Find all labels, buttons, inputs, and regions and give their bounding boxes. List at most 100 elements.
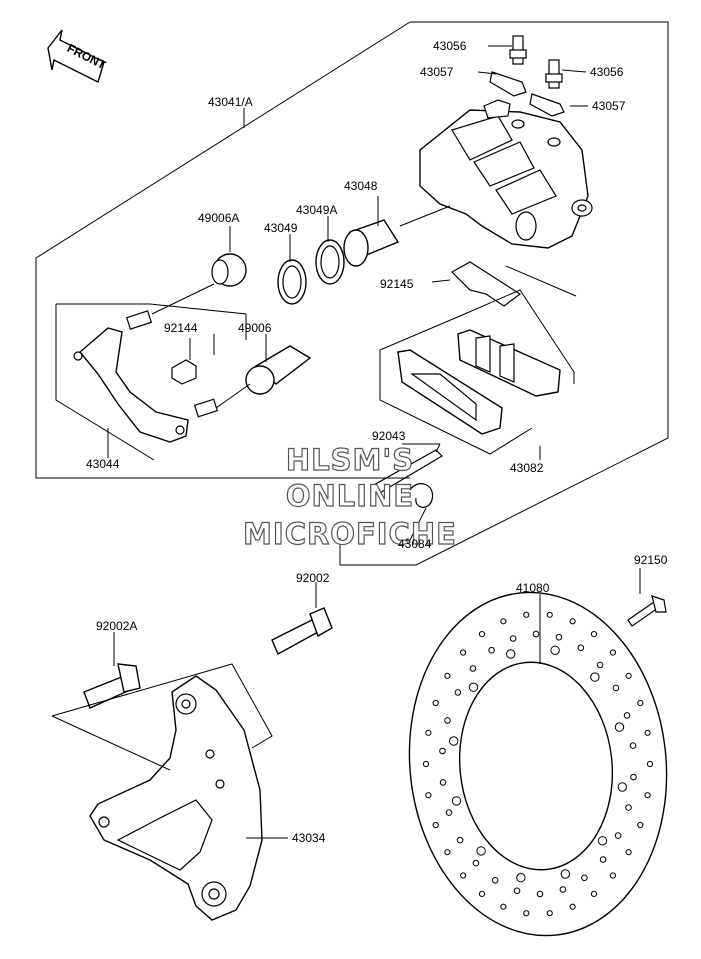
pad-pin-clip — [409, 483, 434, 508]
part-label-92150: 92150 — [634, 553, 668, 567]
bleeder-valve-a — [509, 35, 527, 65]
disc-hole — [609, 649, 617, 656]
disc-hole — [637, 821, 644, 829]
disc-hole — [460, 872, 467, 879]
disc-hole — [523, 611, 530, 618]
disc-hole — [646, 760, 654, 768]
part-label-92145: 92145 — [380, 277, 414, 291]
part-label-49006a: 49006A — [198, 211, 239, 225]
disc-hole — [451, 796, 462, 806]
disc-hole — [468, 682, 479, 692]
part-labels: 43056 43057 43056 43057 43041/A 43048 49… — [86, 39, 668, 845]
brake-pad-outer — [397, 349, 503, 435]
disc-hole — [488, 646, 495, 654]
disc-hole — [614, 722, 625, 732]
part-label-43056-right: 43056 — [590, 65, 624, 79]
disc-hole — [472, 859, 480, 867]
disc-hole — [629, 742, 637, 749]
piston — [343, 219, 400, 267]
part-label-43049a: 43049A — [296, 203, 337, 217]
part-label-92002: 92002 — [296, 571, 330, 585]
part-label-49006: 49006 — [238, 321, 272, 335]
disc-hole — [550, 645, 560, 655]
disc-hole — [449, 736, 459, 746]
disc-hole — [432, 821, 439, 829]
part-label-41080: 41080 — [516, 581, 550, 595]
disc-hole — [546, 611, 553, 618]
disc-hole — [581, 874, 588, 882]
disc-hole — [560, 869, 570, 879]
disc-hole — [590, 631, 598, 638]
disc-hole — [460, 649, 467, 656]
pad-clip — [171, 359, 197, 385]
disc-hole — [612, 684, 620, 692]
disc-hole — [625, 672, 632, 679]
part-label-43049: 43049 — [264, 221, 298, 235]
disc-hole — [623, 712, 631, 719]
disc-hole — [454, 689, 462, 696]
disc-hole — [599, 856, 607, 863]
disc-hole — [614, 832, 622, 839]
leader-lines — [36, 45, 588, 541]
brake-pad-inner — [457, 329, 561, 397]
part-label-92144: 92144 — [164, 321, 198, 335]
mounting-bolt — [271, 607, 333, 655]
disc-hole — [625, 804, 632, 811]
piston-seal — [277, 259, 307, 305]
part-label-43048: 43048 — [344, 179, 378, 193]
disc-hole — [478, 631, 486, 638]
disc-hole — [478, 890, 486, 898]
disc-hole — [523, 910, 530, 917]
disc-hole — [500, 618, 507, 625]
part-label-43034: 43034 — [292, 831, 326, 845]
watermark-line-2: ONLINE — [286, 479, 414, 513]
disc-hole — [644, 729, 651, 736]
disc-hole — [577, 644, 585, 652]
pin-boot-a — [211, 253, 247, 287]
piston-seal-a — [315, 239, 345, 285]
part-label-43057-right: 43057 — [592, 99, 626, 113]
disc-holes — [422, 611, 654, 917]
disc-hole — [425, 729, 432, 736]
disc-hole — [546, 910, 553, 917]
disc-bolt — [627, 595, 667, 627]
part-label-43057-left: 43057 — [420, 65, 454, 79]
disc-hole — [506, 649, 516, 659]
disc-hole — [569, 903, 576, 910]
disc-hole — [609, 872, 617, 879]
disc-hole — [597, 836, 608, 846]
disc-hole — [630, 773, 637, 781]
pad-pin — [371, 449, 443, 495]
watermark-line-1: HLSM'S — [286, 443, 414, 477]
disc-hole — [422, 760, 430, 768]
part-label-92002a: 92002A — [96, 619, 137, 633]
disc-hole — [644, 792, 651, 799]
brake-disc — [408, 568, 668, 937]
disc-hole — [590, 890, 598, 898]
part-label-43084: 43084 — [398, 537, 432, 551]
front-arrow-icon: FRONT — [47, 29, 109, 83]
disc-bracket — [89, 675, 263, 921]
disc-hole — [500, 903, 507, 910]
disc-hole — [509, 635, 517, 642]
part-label-43082: 43082 — [510, 461, 544, 475]
caliper-body — [419, 99, 593, 249]
disc-hole — [444, 717, 451, 724]
part-label-43041: 43041/A — [208, 95, 253, 109]
disc-hole — [513, 887, 521, 895]
watermark: HLSM'S ONLINE MICROFICHE — [242, 442, 457, 551]
disc-hole — [491, 877, 499, 884]
disc-hole — [425, 792, 432, 799]
disc-hole — [444, 849, 451, 856]
caliper-bracket — [73, 310, 219, 443]
pin-boot — [245, 345, 312, 395]
disc-hole — [439, 779, 447, 786]
disc-hole — [476, 846, 486, 856]
watermark-line-3: MICROFICHE — [243, 517, 457, 551]
part-label-43044: 43044 — [86, 457, 120, 471]
disc-hole — [617, 782, 627, 792]
mounting-bolt-a — [83, 663, 141, 709]
disc-hole — [555, 633, 563, 641]
disc-hole — [456, 836, 464, 844]
